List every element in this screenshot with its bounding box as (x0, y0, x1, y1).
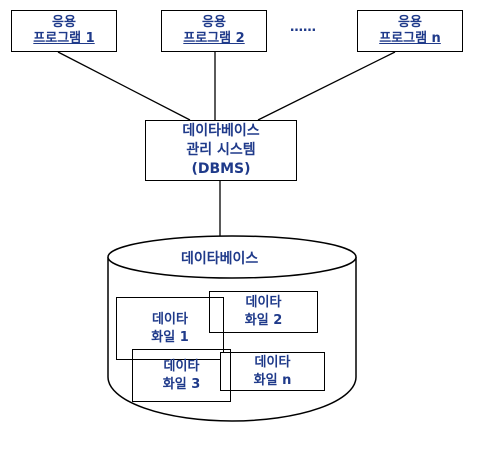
app-program-n-line2: 프로그램 n (379, 31, 441, 46)
app-program-1-box: 응용 프로그램 1 (11, 10, 117, 52)
data-file-1-line1: 데이타 (152, 311, 188, 327)
connector-app1-dbms (57, 51, 191, 121)
app-program-2-line1: 응용 (202, 14, 226, 30)
database-cylinder-top (107, 235, 357, 279)
app-program-n-box: 응용 프로그램 n (357, 10, 463, 52)
data-file-n-line1: 데이타 (254, 354, 291, 370)
database-label: 데이타베이스 (181, 251, 259, 267)
data-file-1-line2: 화일 1 (151, 329, 189, 345)
app-program-2-box: 응용 프로그램 2 (161, 10, 267, 52)
data-file-3-line2: 화일 3 (162, 376, 201, 392)
app-program-2-line2: 프로그램 2 (183, 31, 245, 46)
dbms-line2: 관리 시스템 (186, 142, 256, 159)
app-program-n-line1: 응용 (398, 14, 422, 30)
app-program-1-line2: 프로그램 1 (33, 31, 95, 46)
dbms-line1: 데이타베이스 (182, 123, 260, 140)
data-file-3-line1: 데이타 (163, 358, 200, 374)
app-program-1-line1: 응용 (52, 14, 76, 30)
dbms-line3: (DBMS) (191, 160, 251, 177)
connector-appn-dbms (257, 51, 396, 121)
data-file-n-line2: 화일 n (253, 372, 292, 388)
data-file-n-box: 데이타 화일 n (220, 352, 325, 391)
data-file-2-line2: 화일 2 (244, 313, 283, 328)
dbms-box: 데이타베이스 관리 시스템 (DBMS) (145, 120, 297, 181)
data-file-2-line1: 데이타 (245, 295, 282, 311)
data-file-2-box: 데이타 화일 2 (209, 291, 318, 333)
data-file-3-box: 데이타 화일 3 (132, 349, 231, 402)
app-ellipsis: …… (290, 20, 316, 35)
